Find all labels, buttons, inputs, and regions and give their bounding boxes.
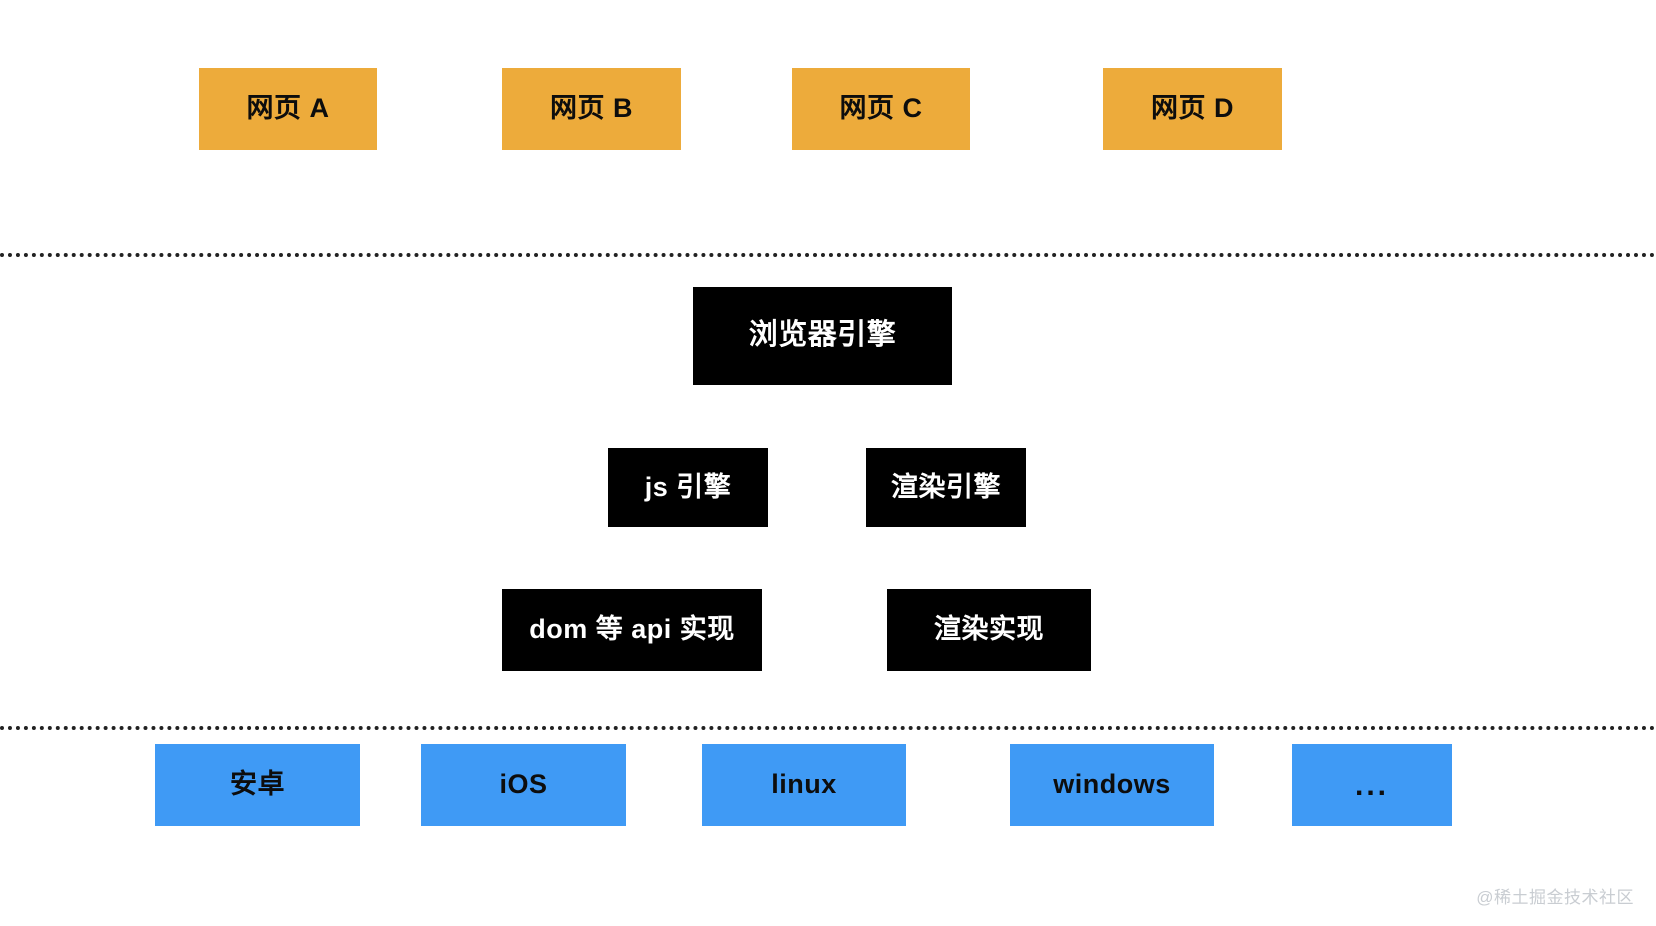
watermark: @稀土掘金技术社区 bbox=[1476, 888, 1634, 907]
platform-node-label: iOS bbox=[499, 769, 548, 800]
platform-node-2: iOS bbox=[421, 744, 626, 826]
engine-node-3: 渲染引擎 bbox=[866, 448, 1026, 527]
page-node-1: 网页 A bbox=[199, 68, 377, 150]
platform-node-3: linux bbox=[702, 744, 906, 826]
engine-node-label: js 引擎 bbox=[644, 471, 732, 502]
platform-node-label: linux bbox=[771, 769, 837, 800]
engine-node-label: 渲染引擎 bbox=[891, 471, 1001, 502]
platform-node-4: windows bbox=[1010, 744, 1214, 826]
platform-node-label: windows bbox=[1053, 769, 1171, 800]
engine-node-label: dom 等 api 实现 bbox=[529, 614, 735, 645]
page-node-label: 网页 B bbox=[550, 93, 633, 124]
page-node-label: 网页 A bbox=[246, 93, 330, 124]
engine-node-5: 渲染实现 bbox=[887, 589, 1091, 671]
page-node-label: 网页 D bbox=[1151, 93, 1234, 124]
engine-node-4: dom 等 api 实现 bbox=[502, 589, 762, 671]
engine-node-label: 浏览器引擎 bbox=[748, 319, 897, 352]
engine-node-2: js 引擎 bbox=[608, 448, 768, 527]
engine-node-label: 渲染实现 bbox=[934, 614, 1044, 645]
platform-node-5: ... bbox=[1292, 744, 1452, 826]
platform-node-label: 安卓 bbox=[230, 769, 285, 800]
page-node-2: 网页 B bbox=[502, 68, 681, 150]
page-node-3: 网页 C bbox=[792, 68, 970, 150]
platform-node-1: 安卓 bbox=[155, 744, 360, 826]
engine-platform-divider bbox=[0, 726, 1656, 730]
pages-engine-divider bbox=[0, 253, 1656, 257]
engine-node-1: 浏览器引擎 bbox=[693, 287, 952, 385]
platform-node-label: ... bbox=[1354, 768, 1389, 802]
page-node-4: 网页 D bbox=[1103, 68, 1282, 150]
page-node-label: 网页 C bbox=[839, 93, 923, 124]
